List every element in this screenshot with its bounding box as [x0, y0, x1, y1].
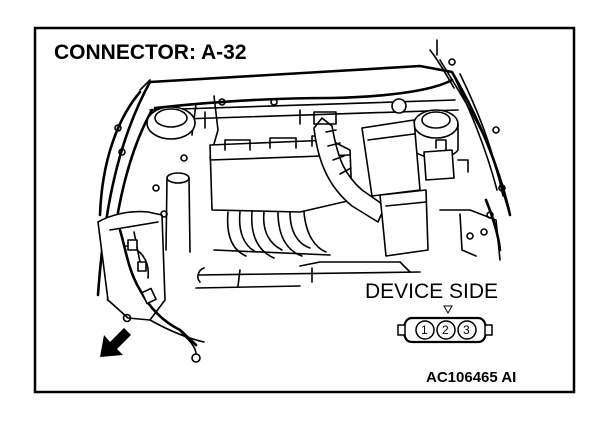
- connector-latch-mark: [443, 305, 453, 315]
- pin-3-label: 3: [463, 323, 470, 337]
- diagram-frame: [33, 26, 576, 394]
- connector-side-label: DEVICE SIDE: [365, 280, 498, 303]
- pin-1: [415, 320, 435, 340]
- connector-face: 1 2 3: [397, 305, 493, 344]
- pin-2-label: 2: [442, 323, 449, 337]
- engine-bay-illustration: [96, 39, 512, 363]
- pin-2: [436, 320, 456, 340]
- pin-3: [457, 320, 477, 340]
- pin-1-label: 1: [421, 323, 428, 337]
- location-arrow: [100, 328, 131, 357]
- reference-code: AC106465 AI: [426, 369, 516, 386]
- page-title: CONNECTOR: A-32: [54, 41, 247, 64]
